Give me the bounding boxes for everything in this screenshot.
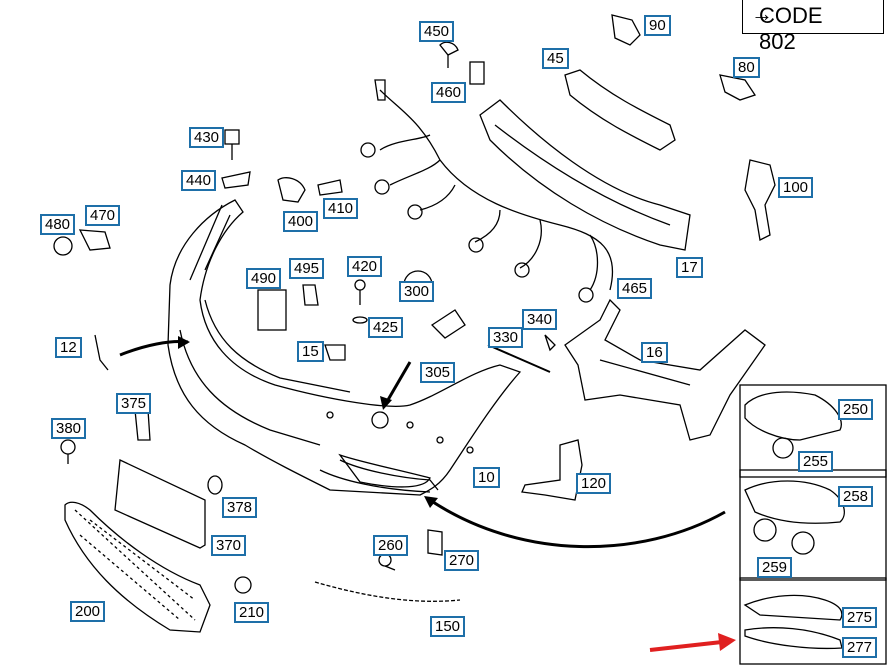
label-495[interactable]: 495 xyxy=(289,258,325,279)
label-277[interactable]: 277 xyxy=(842,637,878,658)
label-375[interactable]: 375 xyxy=(116,393,152,414)
label-450[interactable]: 450 xyxy=(419,21,455,42)
label-270[interactable]: 270 xyxy=(444,550,480,571)
label-305[interactable]: 305 xyxy=(420,362,456,383)
label-380[interactable]: 380 xyxy=(51,418,87,439)
label-300[interactable]: 300 xyxy=(399,281,435,302)
grille-258 xyxy=(744,480,845,524)
label-16[interactable]: 16 xyxy=(641,342,668,363)
label-460[interactable]: 460 xyxy=(431,82,467,103)
label-410[interactable]: 410 xyxy=(323,198,359,219)
label-440[interactable]: 440 xyxy=(181,170,217,191)
label-200[interactable]: 200 xyxy=(70,601,106,622)
code-box: CODE 802 → xyxy=(742,0,884,54)
label-340[interactable]: 340 xyxy=(522,309,558,330)
label-210[interactable]: 210 xyxy=(234,602,270,623)
pointer-arrow-fog xyxy=(429,498,726,549)
reinforcement-16 xyxy=(564,298,766,441)
label-275[interactable]: 275 xyxy=(842,607,878,628)
panel-box-3 xyxy=(739,577,887,665)
label-425[interactable]: 425 xyxy=(368,317,404,338)
label-150[interactable]: 150 xyxy=(430,616,466,637)
label-470[interactable]: 470 xyxy=(85,205,121,226)
label-100[interactable]: 100 xyxy=(778,177,814,198)
plate-370 xyxy=(114,459,206,549)
label-465[interactable]: 465 xyxy=(617,278,653,299)
label-255[interactable]: 255 xyxy=(798,451,834,472)
label-12[interactable]: 12 xyxy=(55,337,82,358)
label-370[interactable]: 370 xyxy=(211,535,247,556)
label-430[interactable]: 430 xyxy=(189,127,225,148)
label-258[interactable]: 258 xyxy=(838,486,874,507)
pointer-arrow-12 xyxy=(119,340,189,357)
grille-200 xyxy=(64,501,211,633)
label-15[interactable]: 15 xyxy=(297,341,324,362)
upper-carrier xyxy=(479,99,691,251)
label-420[interactable]: 420 xyxy=(347,256,383,277)
label-250[interactable]: 250 xyxy=(838,399,874,420)
bracket-45 xyxy=(564,69,676,151)
label-10[interactable]: 10 xyxy=(473,467,500,488)
label-378[interactable]: 378 xyxy=(222,497,258,518)
trim-strip-150 xyxy=(314,581,461,602)
label-80[interactable]: 80 xyxy=(733,57,760,78)
label-260[interactable]: 260 xyxy=(373,535,409,556)
red-pointer-arrow xyxy=(649,633,736,652)
panel-box-1 xyxy=(739,384,887,478)
grille-275 xyxy=(743,594,843,621)
label-400[interactable]: 400 xyxy=(283,211,319,232)
arrow-right-icon: → xyxy=(751,1,773,26)
label-490[interactable]: 490 xyxy=(246,268,282,289)
grille-250 xyxy=(744,391,842,441)
pointer-arrow-300 xyxy=(383,361,412,406)
wiring-harness xyxy=(379,89,614,291)
label-330[interactable]: 330 xyxy=(488,327,524,348)
label-90[interactable]: 90 xyxy=(644,15,671,36)
bumper-cover xyxy=(167,199,522,496)
label-45[interactable]: 45 xyxy=(542,48,569,69)
trim-277 xyxy=(744,627,843,650)
label-120[interactable]: 120 xyxy=(576,473,612,494)
label-480[interactable]: 480 xyxy=(40,214,76,235)
label-17[interactable]: 17 xyxy=(676,257,703,278)
label-259[interactable]: 259 xyxy=(757,557,793,578)
code-text: CODE 802 xyxy=(759,3,823,54)
